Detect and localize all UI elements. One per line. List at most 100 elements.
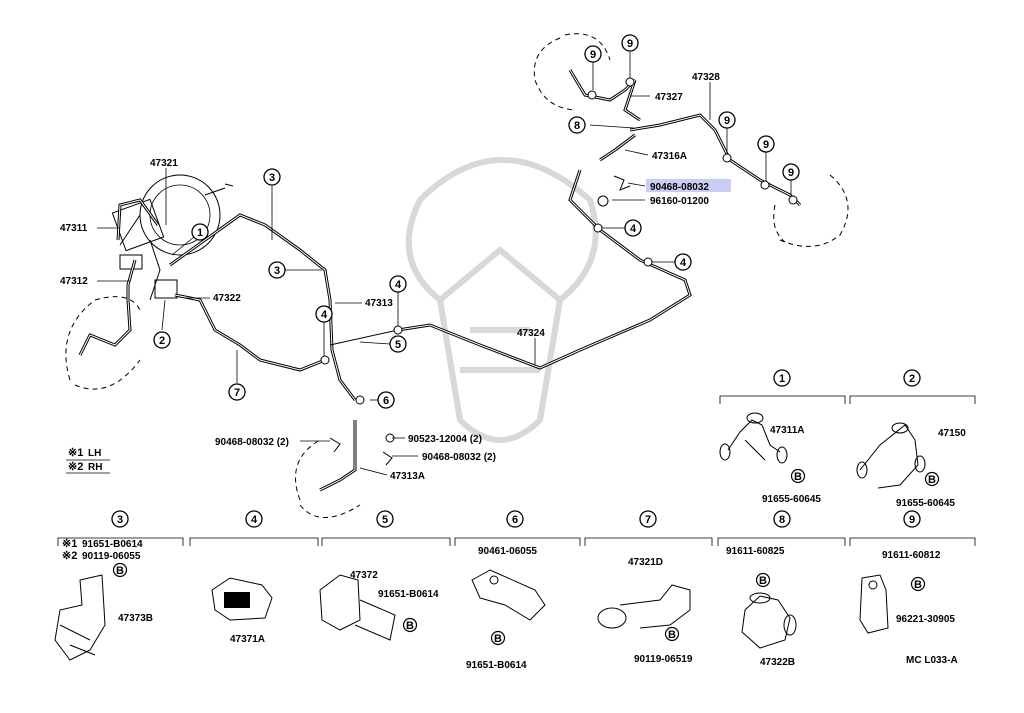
svg-text:47322B: 47322B xyxy=(760,657,795,668)
svg-text:※1: ※1 xyxy=(62,538,77,550)
svg-text:9: 9 xyxy=(788,167,794,179)
svg-text:RH: RH xyxy=(88,462,102,473)
svg-text:91651-B0614: 91651-B0614 xyxy=(466,660,527,671)
detail-2: 2 47150 B 91655-60645 xyxy=(849,369,976,509)
svg-text:6: 6 xyxy=(383,395,389,407)
label-90523-12004-2: 90523-12004 (2) xyxy=(408,434,482,445)
main-callouts: 1 2 3 3 4 4 4 4 5 6 7 8 9 9 9 9 9 xyxy=(153,34,800,409)
svg-text:9: 9 xyxy=(724,115,730,127)
svg-text:3: 3 xyxy=(274,265,280,277)
bolt-icon: B xyxy=(112,562,128,578)
svg-text:7: 7 xyxy=(645,514,651,526)
svg-text:4: 4 xyxy=(321,309,328,321)
bolt-icon: B xyxy=(924,471,940,487)
svg-text:5: 5 xyxy=(382,514,388,526)
svg-text:9: 9 xyxy=(909,514,915,526)
svg-text:90119-06055: 90119-06055 xyxy=(82,551,141,562)
svg-text:47321D: 47321D xyxy=(628,557,663,568)
svg-text:91651-B0614: 91651-B0614 xyxy=(378,589,439,600)
callout-4-main-a: 4 xyxy=(389,275,407,293)
callout-7-main: 7 xyxy=(228,383,246,401)
bolt-icon: B xyxy=(490,630,506,646)
callout-9-main-b: 9 xyxy=(621,34,639,52)
svg-text:B: B xyxy=(759,575,767,587)
callout-9-main-c: 9 xyxy=(718,111,736,129)
svg-text:1: 1 xyxy=(197,227,203,239)
callout-9-main-d: 9 xyxy=(757,135,775,153)
svg-text:91611-60812: 91611-60812 xyxy=(882,550,941,561)
detail-7: 7 47321D B 90119-06519 xyxy=(584,510,713,665)
label-96160-01200: 96160-01200 xyxy=(650,196,709,207)
svg-text:91611-60825: 91611-60825 xyxy=(726,546,785,557)
svg-text:47150: 47150 xyxy=(938,428,966,439)
detail-3: 3 ※1 91651-B0614 ※2 90119-06055 B 47373B xyxy=(54,510,184,661)
svg-text:47311A: 47311A xyxy=(770,425,804,436)
svg-text:6: 6 xyxy=(512,514,518,526)
label-47316A: 47316A xyxy=(652,151,687,162)
label-47312: 47312 xyxy=(60,276,88,287)
svg-text:90119-06519: 90119-06519 xyxy=(634,654,693,665)
svg-text:1: 1 xyxy=(779,373,785,385)
svg-text:90461-06055: 90461-06055 xyxy=(478,546,537,557)
callout-8-main: 8 xyxy=(568,116,586,134)
svg-text:2: 2 xyxy=(159,335,165,347)
svg-text:91655-60645: 91655-60645 xyxy=(762,494,821,505)
svg-text:4: 4 xyxy=(251,514,258,526)
leader-lines xyxy=(97,52,792,476)
callout-4-main-c: 4 xyxy=(624,219,642,237)
svg-text:3: 3 xyxy=(117,514,123,526)
svg-text:B: B xyxy=(494,633,502,645)
label-47321: 47321 xyxy=(150,158,178,169)
label-90468-08032-2-right: 90468-08032 (2) xyxy=(422,452,496,463)
svg-text:B: B xyxy=(914,579,922,591)
svg-text:B: B xyxy=(668,629,676,641)
pipe-clips xyxy=(320,77,798,405)
callout-9-main-e: 9 xyxy=(782,163,800,181)
svg-text:B: B xyxy=(406,620,414,632)
label-90468-08032-highlighted: 90468-08032 xyxy=(650,182,709,193)
svg-text:47372: 47372 xyxy=(350,570,378,581)
rear-left-brake-outline xyxy=(533,33,611,111)
svg-text:LH: LH xyxy=(88,448,101,459)
callout-9-main-a: 9 xyxy=(584,45,602,63)
svg-text:B: B xyxy=(928,474,936,486)
svg-text:4: 4 xyxy=(630,223,637,235)
svg-text:91655-60645: 91655-60645 xyxy=(896,498,955,509)
svg-text:91651-B0614: 91651-B0614 xyxy=(82,539,143,550)
label-47328: 47328 xyxy=(692,72,720,83)
svg-text:※2: ※2 xyxy=(62,550,77,562)
svg-text:96221-30905: 96221-30905 xyxy=(896,614,955,625)
highlight-box xyxy=(646,179,731,192)
svg-text:4: 4 xyxy=(395,279,402,291)
svg-text:9: 9 xyxy=(590,49,596,61)
callout-5-main: 5 xyxy=(389,335,407,353)
watermark-helmet xyxy=(405,157,599,443)
svg-text:47373B: 47373B xyxy=(118,613,153,624)
callout-6-main: 6 xyxy=(377,391,395,409)
detail-8: 8 91611-60825 B 47322B xyxy=(717,510,846,668)
bolt-icon: B xyxy=(790,468,806,484)
bolt-icon: B xyxy=(910,576,926,592)
svg-text:47371A: 47371A xyxy=(230,634,265,645)
detail-5: 5 47372 91651-B0614 B xyxy=(319,510,451,641)
front-left-brake-outline xyxy=(65,296,141,390)
svg-text:2: 2 xyxy=(909,373,915,385)
callout-4-main-b: 4 xyxy=(315,305,333,323)
label-47313A: 47313A xyxy=(390,471,425,482)
callout-4-main-d: 4 xyxy=(674,253,692,271)
svg-text:3: 3 xyxy=(269,172,275,184)
svg-text:7: 7 xyxy=(234,387,240,399)
label-90468-08032-2-left: 90468-08032 (2) xyxy=(215,437,289,448)
bolt-icon: B xyxy=(402,617,418,633)
svg-text:4: 4 xyxy=(680,257,687,269)
lh-rh-legend: ※1 LH ※2 RH xyxy=(66,447,110,474)
svg-text:B: B xyxy=(794,471,802,483)
callout-1-main: 1 xyxy=(191,223,209,241)
main-part-labels: 47321 47311 47312 47322 47313 47324 4732… xyxy=(60,72,731,482)
detail-1: 1 47311A B 91655-60645 xyxy=(719,369,846,505)
svg-text:※2: ※2 xyxy=(68,461,83,473)
callout-3-main-b: 3 xyxy=(268,261,286,279)
label-47313: 47313 xyxy=(365,298,393,309)
svg-text:5: 5 xyxy=(395,339,401,351)
